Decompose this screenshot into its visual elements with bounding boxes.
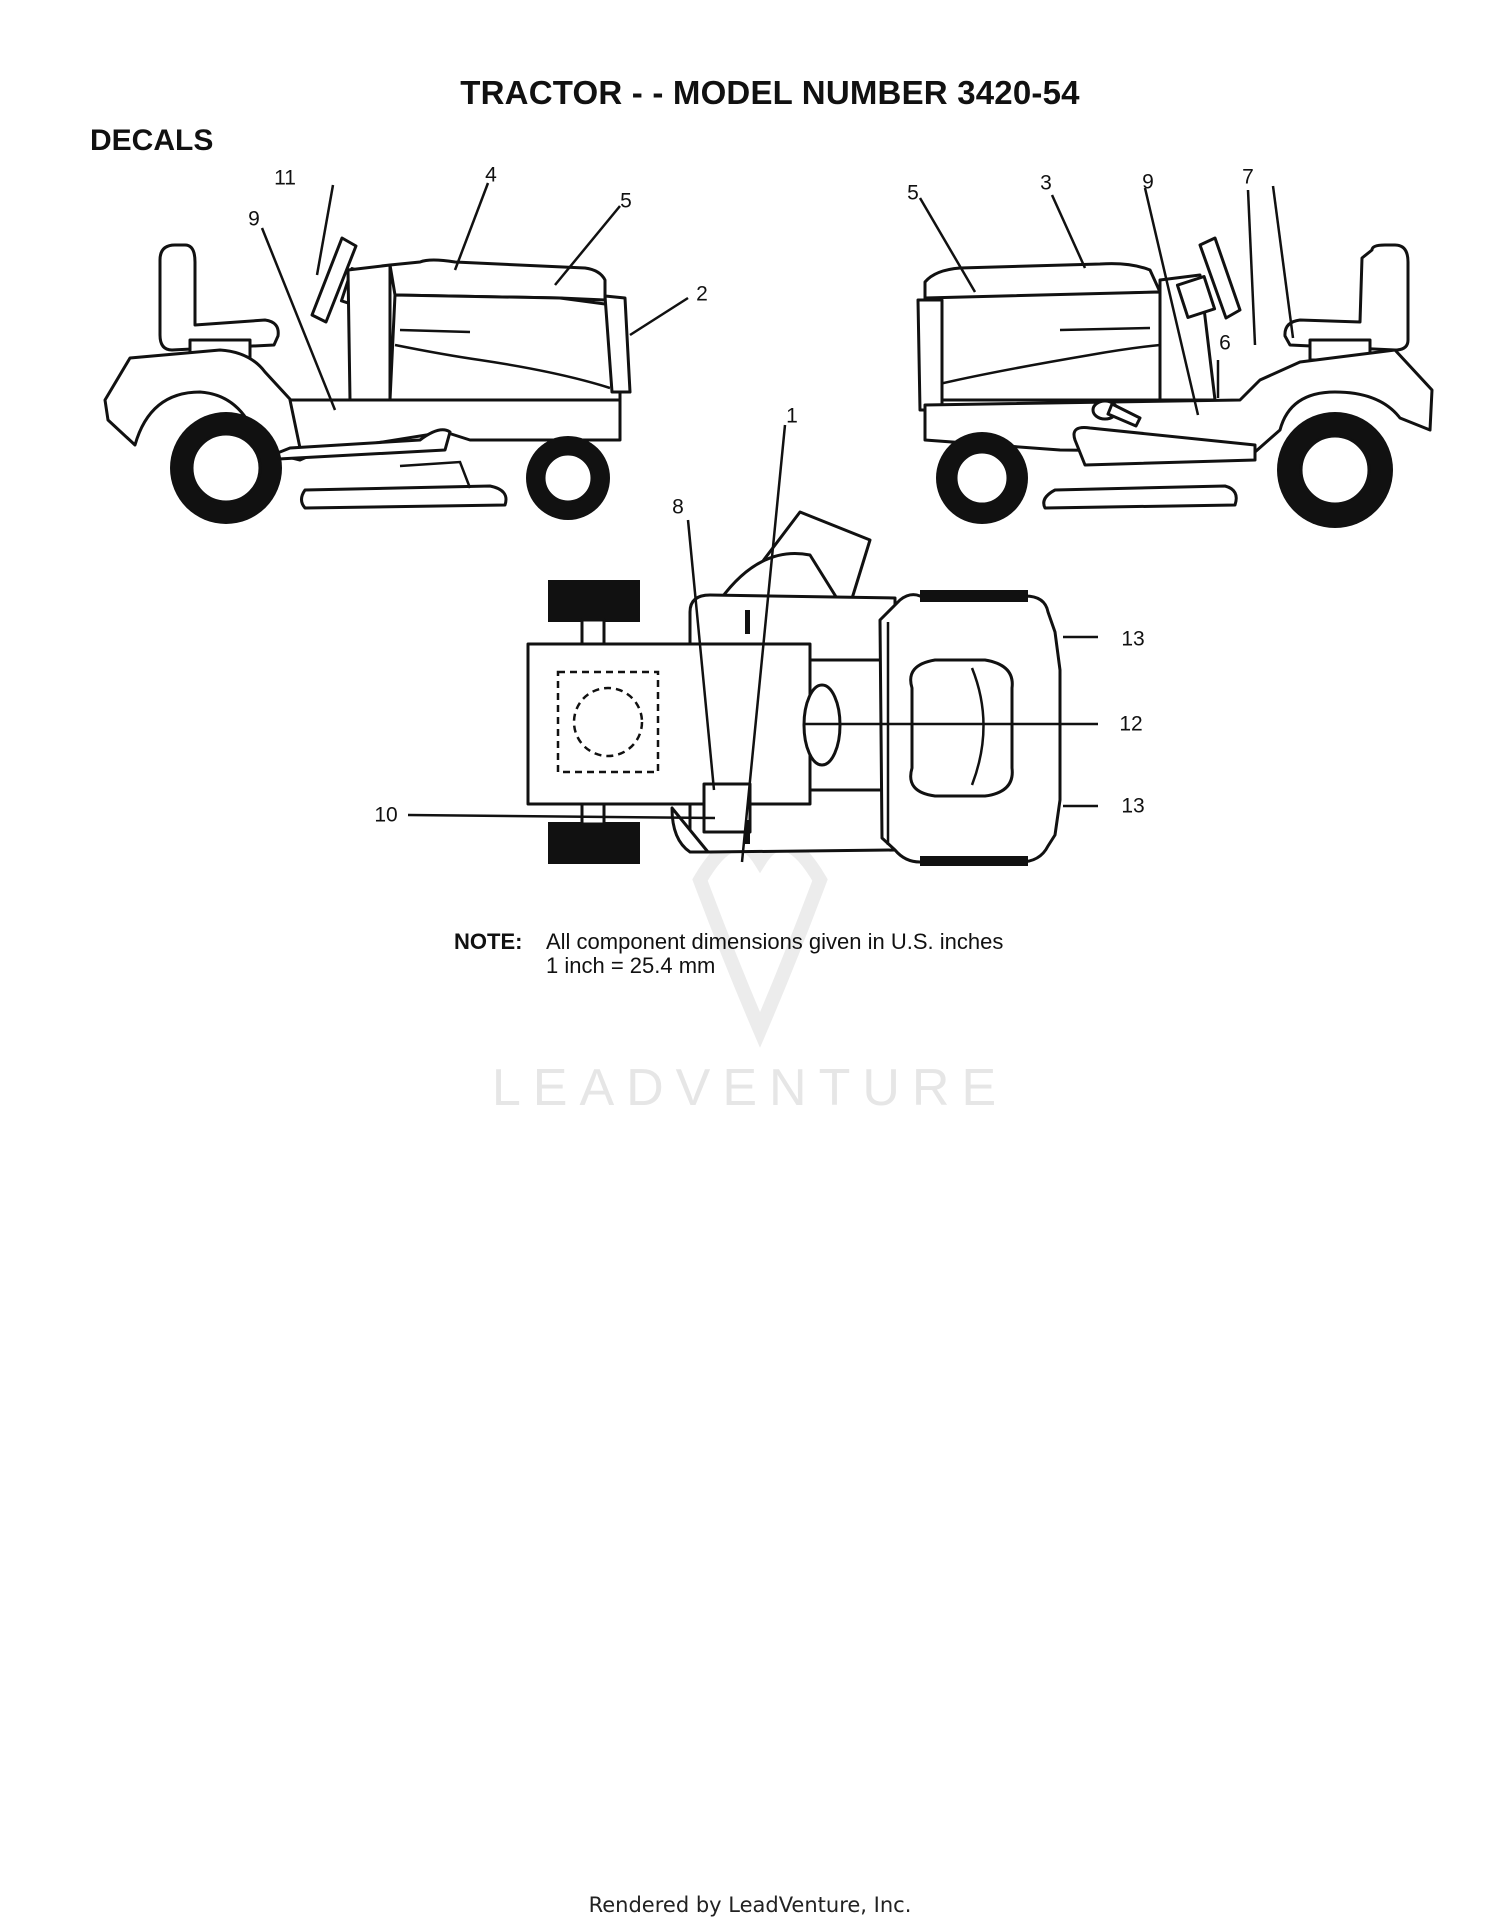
dimension-note: NOTE: All component dimensions given in U… [454, 930, 1003, 978]
tractor-right-side-view [916, 236, 1434, 528]
page-title: TRACTOR - - MODEL NUMBER 3420-54 [460, 74, 1080, 111]
tractor-left-side-view [103, 236, 632, 524]
callout-3: 3 [1040, 171, 1052, 195]
callout-9-left: 9 [248, 207, 260, 231]
note-line-1: All component dimensions given in U.S. i… [546, 929, 1004, 954]
callout-4: 4 [485, 163, 497, 187]
callout-2: 2 [696, 282, 708, 306]
note-label: NOTE: [454, 929, 523, 954]
watermark-text: LEADVENTURE [491, 1059, 1009, 1117]
callout-6: 6 [1219, 331, 1231, 355]
tractor-top-view [526, 510, 1062, 866]
callout-leader-lines [260, 182, 1295, 863]
callout-11: 11 [274, 166, 296, 190]
note-line-2: 1 inch = 25.4 mm [546, 953, 716, 978]
callout-13-top: 13 [1121, 627, 1145, 651]
callout-5-right: 5 [907, 181, 919, 205]
callout-12: 12 [1119, 712, 1143, 736]
callout-5-left: 5 [620, 189, 632, 213]
footer-credit: Rendered by LeadVenture, Inc. [588, 1893, 912, 1917]
callout-7: 7 [1242, 165, 1254, 189]
callout-10: 10 [374, 803, 398, 827]
callout-9-right: 9 [1142, 170, 1154, 194]
callout-13-bottom: 13 [1121, 794, 1145, 818]
section-heading: DECALS [90, 124, 214, 157]
callout-8: 8 [672, 495, 684, 519]
callout-1: 1 [786, 404, 798, 428]
